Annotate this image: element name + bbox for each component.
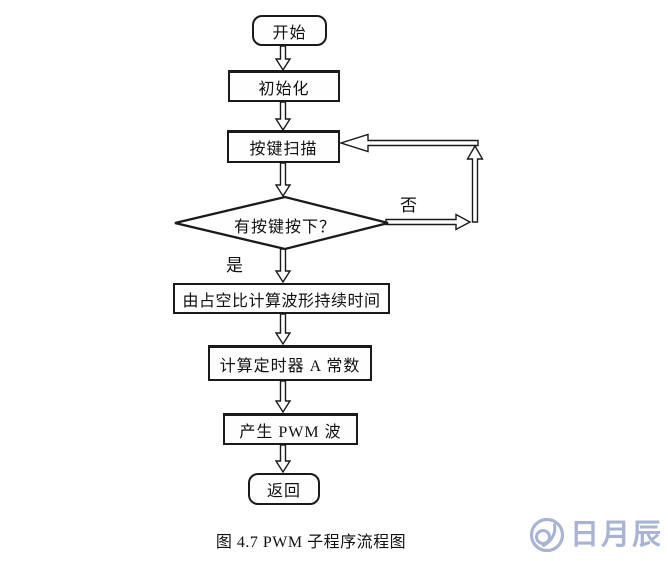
flowchart-node-calc-duration: 由占空比计算波形持续时间 <box>173 283 390 314</box>
flowchart-node-start: 开始 <box>252 15 327 46</box>
decision-diamond-shape <box>174 195 389 251</box>
arrow-keyscan-to-decision <box>274 162 292 198</box>
arrow-gen-pwm-to-return <box>274 444 292 474</box>
arrow-no-branch-up <box>466 144 484 223</box>
node-label-start: 开始 <box>272 24 307 42</box>
arrow-no-branch-right <box>385 213 472 231</box>
qy-circle-logo-icon <box>529 517 565 553</box>
flowchart-node-return: 返回 <box>248 473 320 505</box>
arrow-no-branch-into-keyscan <box>338 133 479 153</box>
arrow-start-to-init <box>274 45 292 72</box>
arrow-decision-to-calc-duration <box>274 248 292 284</box>
watermark-text: 日月辰 <box>570 519 664 551</box>
arrow-calc-timer-to-gen-pwm <box>274 380 292 414</box>
flowchart-node-key-scan: 按键扫描 <box>227 130 340 163</box>
node-label-generate-pwm: 产生 PWM 波 <box>239 423 342 441</box>
flowchart-node-calc-timer-a: 计算定时器 A 常数 <box>208 345 372 381</box>
arrow-calc-duration-to-calc-timer <box>274 313 292 346</box>
watermark-logo: 日月辰 <box>527 515 663 555</box>
branch-label-yes: 是 <box>226 256 243 275</box>
node-label-key-scan: 按键扫描 <box>249 141 318 158</box>
figure-caption: 图 4.7 PWM 子程序流程图 <box>215 534 407 551</box>
flowchart-node-generate-pwm: 产生 PWM 波 <box>223 413 358 445</box>
node-label-return: 返回 <box>266 483 301 500</box>
flowchart-node-decision-label: 有按键按下？ <box>233 219 336 236</box>
node-label-calc-timer-a: 计算定时器 A 常数 <box>219 357 361 375</box>
flowchart-node-init: 初始化 <box>228 70 340 102</box>
node-label-init: 初始化 <box>258 80 310 98</box>
node-label-calc-duration: 由占空比计算波形持续时间 <box>182 292 381 310</box>
arrow-init-to-keyscan <box>274 101 292 132</box>
branch-label-no: 否 <box>400 196 417 215</box>
